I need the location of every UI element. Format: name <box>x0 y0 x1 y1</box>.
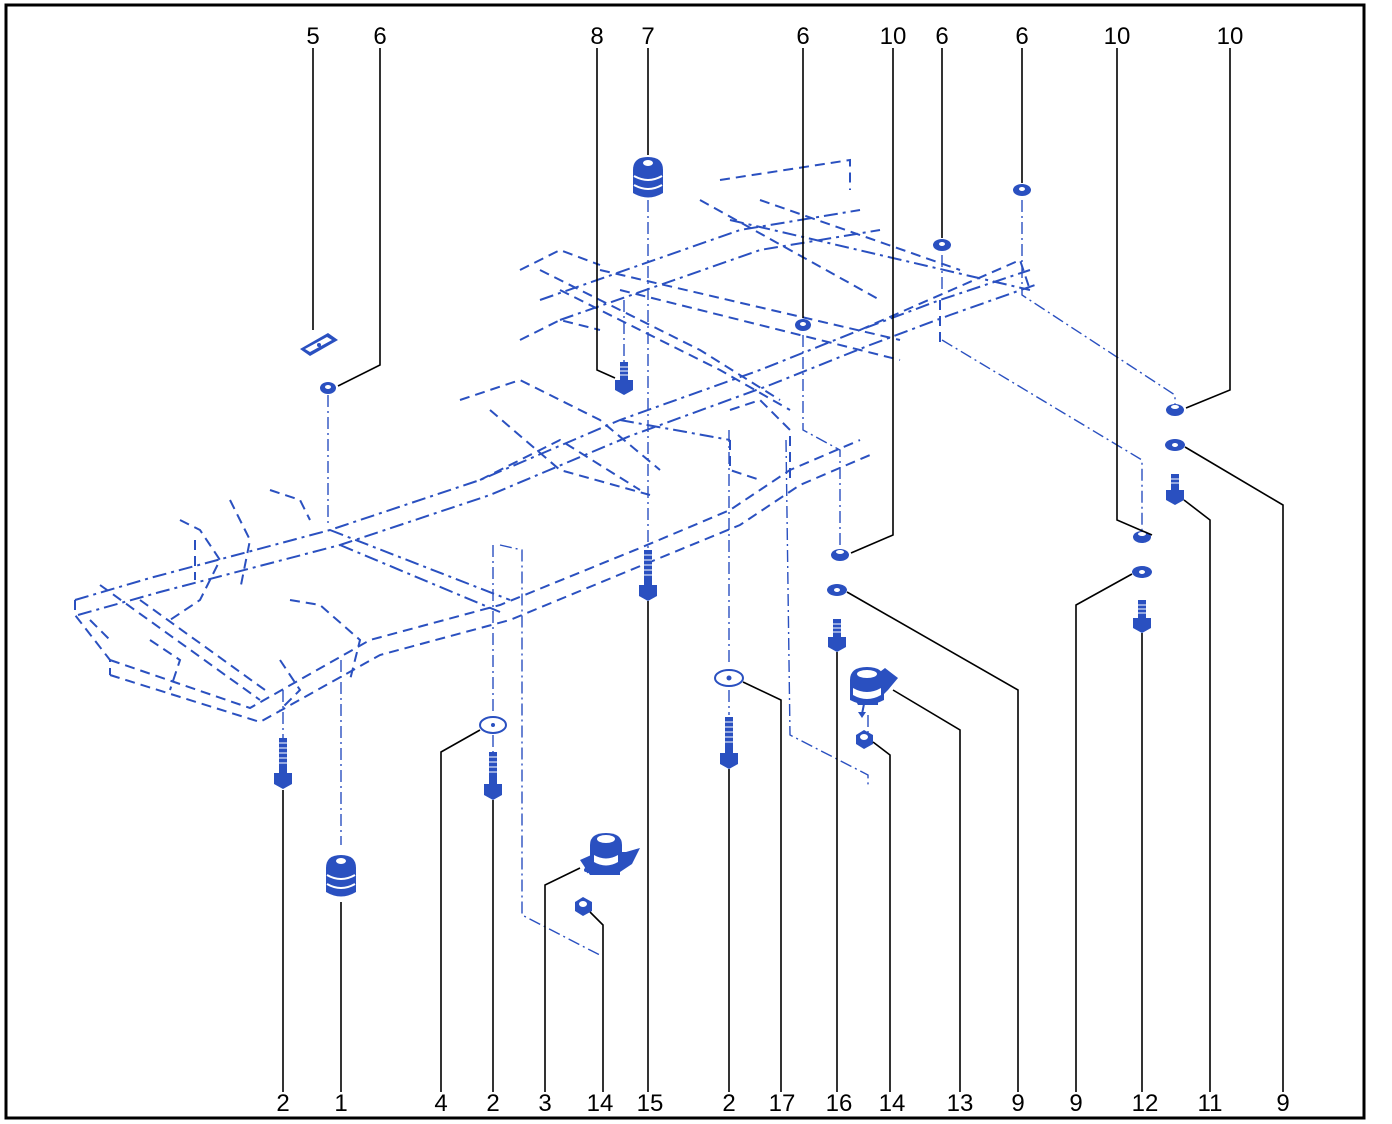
callout-label: 6 <box>796 23 809 50</box>
part-nut <box>856 730 873 749</box>
part-engine-mount <box>580 833 640 875</box>
callout-label: 13 <box>947 1090 974 1117</box>
callout-label: 1 <box>334 1090 347 1117</box>
callout-label: 11 <box>1198 1090 1223 1117</box>
callout-label: 16 <box>826 1090 853 1117</box>
callout-label: 10 <box>1104 23 1131 50</box>
part-bolt <box>828 619 846 652</box>
parts <box>274 157 1185 916</box>
part-cup-washer <box>1133 531 1151 543</box>
part-flat-washer <box>1132 566 1152 578</box>
callout-label: 9 <box>1276 1090 1289 1117</box>
callout-label: 2 <box>276 1090 289 1117</box>
part-bolt <box>274 738 292 789</box>
part-cup-washer <box>831 549 849 561</box>
part-flat-washer <box>1165 439 1185 451</box>
part-cup-washer <box>1166 404 1184 416</box>
callout-label: 2 <box>722 1090 735 1117</box>
callout-label: 6 <box>1015 23 1028 50</box>
part-large-washer <box>479 716 507 734</box>
part-washer <box>933 239 951 251</box>
part-body-mount-cushion-upper <box>633 157 663 198</box>
callout-numbers-bottom: 2 1 4 2 3 14 15 2 17 16 14 13 9 9 12 11 … <box>276 1090 1289 1117</box>
callout-label: 10 <box>880 23 907 50</box>
part-body-mount-cushion-lower <box>326 855 356 897</box>
callout-label: 9 <box>1011 1090 1024 1117</box>
part-washer <box>795 319 811 331</box>
callout-label: 6 <box>373 23 386 50</box>
part-flat-washer <box>827 584 847 596</box>
part-bolt <box>1133 600 1151 633</box>
part-nut <box>575 897 592 916</box>
leader-lines <box>282 48 1284 1092</box>
alignment-lines <box>282 200 1176 956</box>
callout-label: 14 <box>587 1090 614 1117</box>
part-bolt <box>484 752 502 800</box>
part-bolt-long <box>639 550 657 601</box>
part-bracket-plate <box>300 333 338 356</box>
part-transmission-mount <box>850 667 898 718</box>
part-washer <box>320 382 336 394</box>
diagram-border <box>4 3 1366 1120</box>
chassis-frame <box>74 158 1036 724</box>
part-large-washer <box>714 669 744 687</box>
callout-label: 12 <box>1132 1090 1159 1117</box>
callout-numbers-top: 5 6 8 7 6 10 6 6 10 10 <box>306 23 1243 50</box>
callout-label: 15 <box>637 1090 664 1117</box>
callout-label: 9 <box>1069 1090 1082 1117</box>
callout-label: 2 <box>486 1090 499 1117</box>
part-washer <box>1013 184 1031 196</box>
callout-label: 4 <box>434 1090 447 1117</box>
callout-label: 10 <box>1217 23 1244 50</box>
part-bolt <box>720 717 738 769</box>
part-bolt <box>1166 474 1184 505</box>
callout-label: 17 <box>769 1090 796 1117</box>
part-bolt-short <box>615 362 633 395</box>
callout-label: 7 <box>641 23 654 50</box>
callout-label: 5 <box>306 23 319 50</box>
callout-label: 14 <box>879 1090 906 1117</box>
callout-label: 6 <box>935 23 948 50</box>
callout-label: 3 <box>538 1090 551 1117</box>
callout-label: 8 <box>590 23 603 50</box>
